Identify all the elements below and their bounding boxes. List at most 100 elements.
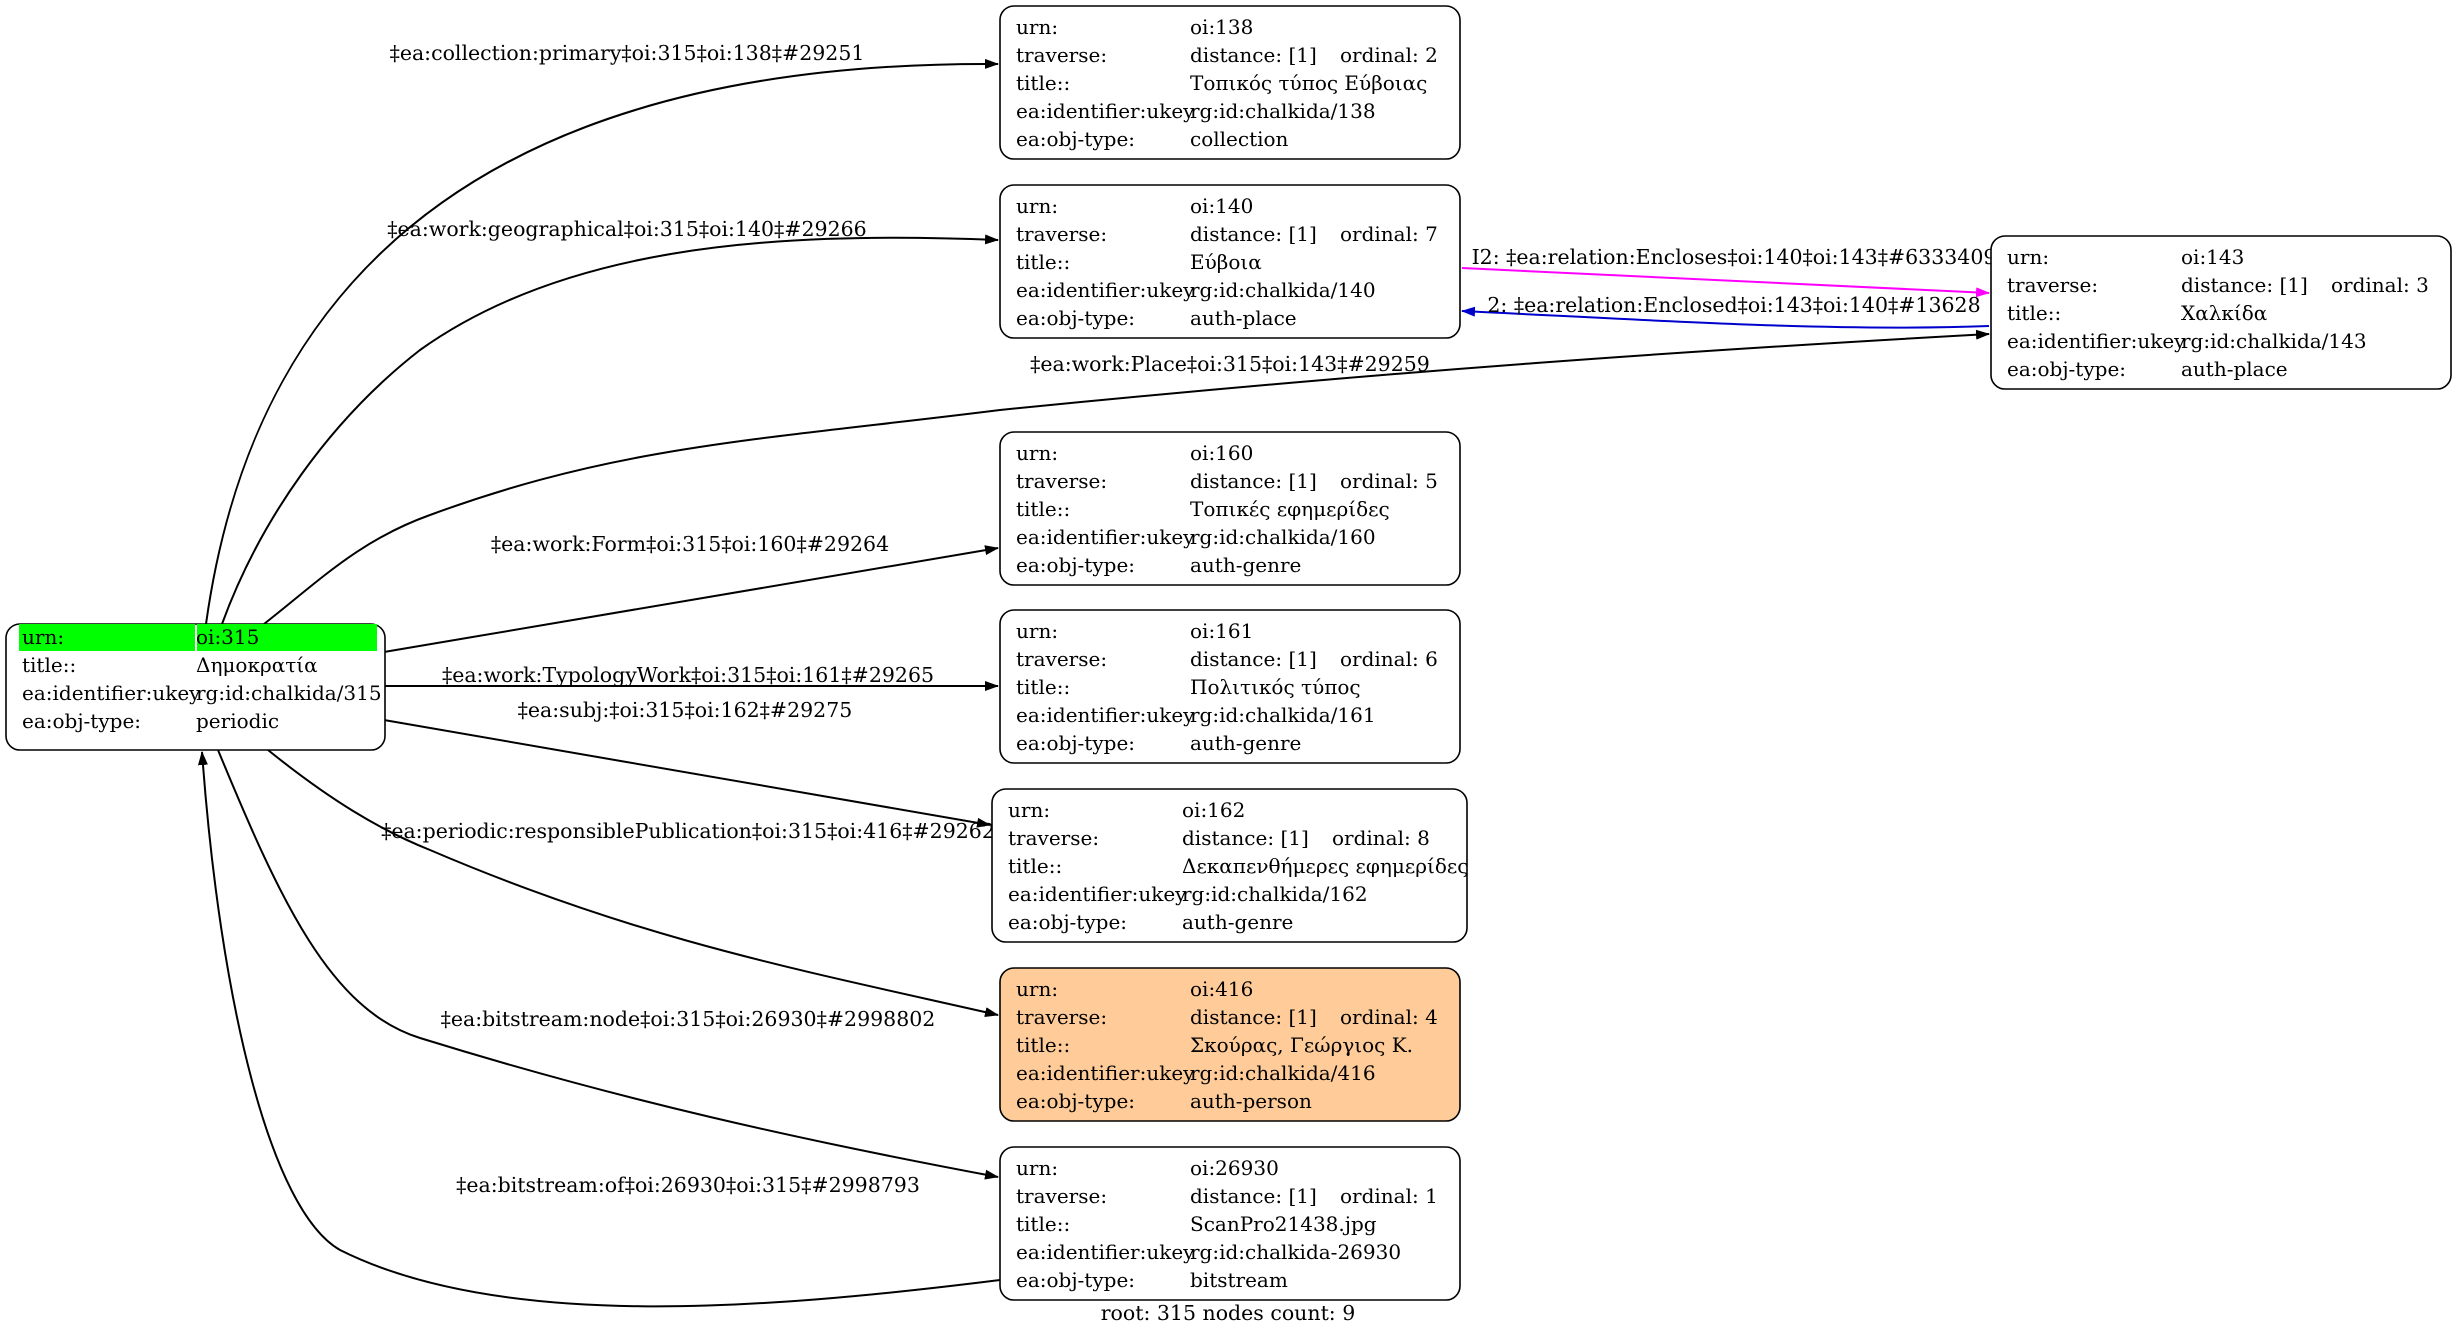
edge-line xyxy=(383,545,999,653)
field-key-urn: urn: xyxy=(1016,619,1058,643)
node-box xyxy=(999,967,1461,1122)
field-key-traverse: traverse: xyxy=(2007,273,2098,297)
field-value-urn: oi:26930 xyxy=(1190,1156,1279,1180)
field-value-urn: oi:160 xyxy=(1190,441,1253,465)
field-key-ukey: ea:identifier:ukey xyxy=(1016,703,1195,727)
node-box xyxy=(1990,235,2452,390)
node-box xyxy=(999,1146,1461,1301)
field-value-title: Τοπικός τύπος Εύβοιας xyxy=(1190,71,1427,95)
node-oi-161[interactable]: urn: oi:161 traverse: distance: [1] ordinal:… xyxy=(999,609,1461,764)
field-value-ukey: rg:id:chalkida/160 xyxy=(1190,525,1376,549)
edge-label: 2: ‡ea:relation:Enclosed‡oi:143‡oi:140‡#… xyxy=(1487,293,1980,317)
field-value-urn: oi:140 xyxy=(1190,194,1253,218)
field-key-title: title:: xyxy=(1016,675,1070,699)
field-value-ukey: rg:id:chalkida/138 xyxy=(1190,99,1376,123)
field-key-urn: urn: xyxy=(1016,194,1058,218)
field-key-title: title:: xyxy=(1016,1212,1070,1236)
node-box xyxy=(999,184,1461,339)
highlight-cell xyxy=(19,624,195,651)
field-key-title: title:: xyxy=(2007,301,2061,325)
edge-315-to-160: ‡ea:work:Form‡oi:315‡oi:160‡#29264 xyxy=(383,532,999,653)
field-value-ukey: rg:id:chalkida/161 xyxy=(1190,703,1376,727)
field-value-urn: oi:161 xyxy=(1190,619,1253,643)
field-key-urn: urn: xyxy=(2007,245,2049,269)
field-key-obj-type: ea:obj-type: xyxy=(1008,910,1127,934)
field-key-traverse: traverse: xyxy=(1016,1184,1107,1208)
node-oi-315-root[interactable]: urn:oi:315title::Δημοκρατίαea:identifier… xyxy=(5,623,386,751)
field-key-obj-type: ea:obj-type: xyxy=(2007,357,2126,381)
field-value-obj-type: collection xyxy=(1190,127,1289,151)
edge-label: ‡ea:periodic:responsiblePublication‡oi:3… xyxy=(381,819,995,843)
field-key-ukey: ea:identifier:ukey xyxy=(2007,329,2186,353)
field-key-urn: urn: xyxy=(1016,1156,1058,1180)
field-value-obj-type: auth-person xyxy=(1190,1089,1312,1113)
field-value-urn: oi:416 xyxy=(1190,977,1253,1001)
edge-line xyxy=(263,329,1990,625)
field-value-title: Τοπικές εφημερίδες xyxy=(1190,497,1390,521)
field-value-traverse: distance: [1] xyxy=(1190,469,1317,493)
field-key-title: title:: xyxy=(1016,497,1070,521)
field-key-obj-type: ea:obj-type: xyxy=(1016,553,1135,577)
edge-315-to-162: ‡ea:subj:‡oi:315‡oi:162‡#29275 xyxy=(383,698,991,828)
edge-label: ‡ea:work:Place‡oi:315‡oi:143‡#29259 xyxy=(1030,352,1430,376)
field-value-ordinal: ordinal: 7 xyxy=(1340,222,1438,246)
graph-caption: root: 315 nodes count: 9 xyxy=(1101,1301,1356,1325)
edge-label: ‡ea:work:TypologyWork‡oi:315‡oi:161‡#292… xyxy=(442,663,934,687)
field-value-traverse: distance: [1] xyxy=(1190,647,1317,671)
edge-line xyxy=(197,751,1001,1308)
edge-26930-to-315: ‡ea:bitstream:of‡oi:26930‡oi:315‡#299879… xyxy=(197,751,1001,1308)
field-key-ea-obj-type: ea:obj-type: xyxy=(22,709,141,733)
field-value-title: Χαλκίδα xyxy=(2181,301,2267,325)
field-key-traverse: traverse: xyxy=(1016,647,1107,671)
field-value-title: Δεκαπενθήμερες εφημερίδες xyxy=(1182,854,1468,878)
edge-315-to-140: ‡ea:work:geographical‡oi:315‡oi:140‡#292… xyxy=(221,217,999,625)
edge-143-to-140: 2: ‡ea:relation:Enclosed‡oi:143‡oi:140‡#… xyxy=(1461,293,1990,329)
field-value-ea-obj-type: periodic xyxy=(196,709,279,733)
field-key-title: title:: xyxy=(1016,1033,1070,1057)
field-value-ea-identifier-ukey: rg:id:chalkida/315 xyxy=(196,681,382,705)
node-box xyxy=(999,431,1461,586)
field-value-obj-type: auth-genre xyxy=(1190,553,1301,577)
edge-label: I2: ‡ea:relation:Encloses‡oi:140‡oi:143‡… xyxy=(1472,245,1997,269)
field-key-title: title:: xyxy=(1008,854,1062,878)
edges-layer: ‡ea:collection:primary‡oi:315‡oi:138‡#29… xyxy=(197,41,1997,1308)
field-value-title: Πολιτικός τύπος xyxy=(1190,675,1361,699)
edge-label: ‡ea:collection:primary‡oi:315‡oi:138‡#29… xyxy=(390,41,865,65)
field-key-obj-type: ea:obj-type: xyxy=(1016,1089,1135,1113)
field-value-ordinal: ordinal: 3 xyxy=(2331,273,2429,297)
field-value-traverse: distance: [1] xyxy=(1190,222,1317,246)
edge-line xyxy=(205,58,999,625)
field-key-urn: urn: xyxy=(1008,798,1050,822)
field-key-traverse: traverse: xyxy=(1008,826,1099,850)
field-key-traverse: traverse: xyxy=(1016,1005,1107,1029)
field-value-ordinal: ordinal: 8 xyxy=(1332,826,1430,850)
field-value-urn: oi:315 xyxy=(196,625,259,649)
field-key-traverse: traverse: xyxy=(1016,469,1107,493)
field-value-obj-type: bitstream xyxy=(1190,1268,1288,1292)
field-value-ordinal: ordinal: 6 xyxy=(1340,647,1438,671)
field-key-obj-type: ea:obj-type: xyxy=(1016,731,1135,755)
field-value-ordinal: ordinal: 5 xyxy=(1340,469,1438,493)
field-value-obj-type: auth-genre xyxy=(1190,731,1301,755)
field-key-ukey: ea:identifier:ukey xyxy=(1016,278,1195,302)
field-key-ukey: ea:identifier:ukey xyxy=(1016,99,1195,123)
field-key-ukey: ea:identifier:ukey xyxy=(1016,525,1195,549)
field-value-ukey: rg:id:chalkida-26930 xyxy=(1190,1240,1401,1264)
edge-315-to-26930: ‡ea:bitstream:node‡oi:315‡oi:26930‡#2998… xyxy=(217,749,999,1180)
node-box xyxy=(999,609,1461,764)
edge-label: ‡ea:work:geographical‡oi:315‡oi:140‡#292… xyxy=(387,217,866,241)
field-key-title: title:: xyxy=(1016,71,1070,95)
field-value-traverse: distance: [1] xyxy=(1190,43,1317,67)
field-value-obj-type: auth-place xyxy=(2181,357,2288,381)
field-value-obj-type: auth-place xyxy=(1190,306,1297,330)
edge-label: ‡ea:bitstream:of‡oi:26930‡oi:315‡#299879… xyxy=(456,1173,920,1197)
node-box xyxy=(5,623,386,751)
